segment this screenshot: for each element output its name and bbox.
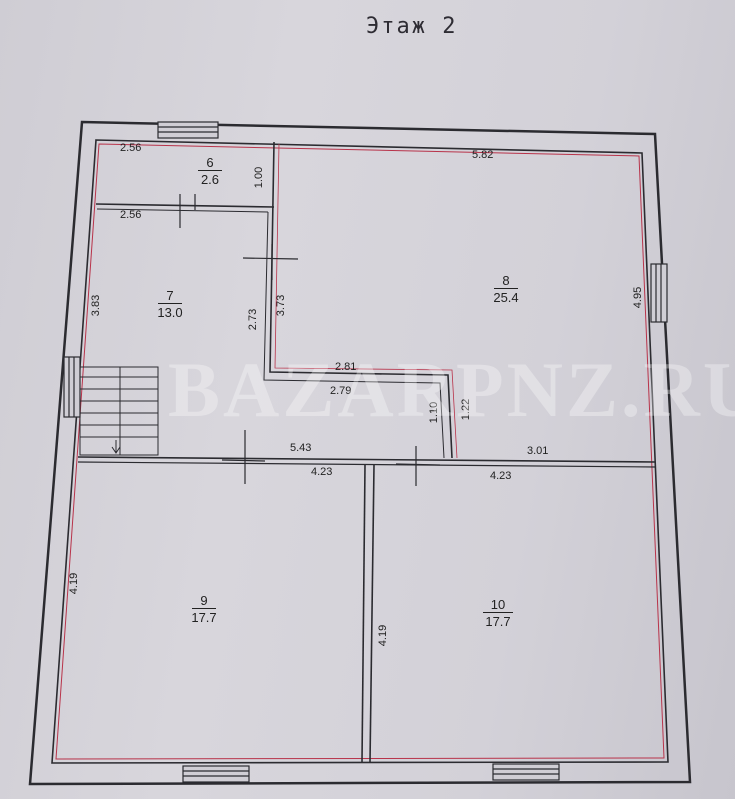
room-6-label: 6 2.6	[180, 154, 240, 188]
dim-room9-height: 4.19	[68, 572, 81, 595]
room-8-label: 8 25.4	[474, 272, 538, 306]
dim-corridor-right: 3.73	[275, 294, 288, 317]
dim-corridor-left: 2.73	[247, 308, 260, 331]
room-8-number: 8	[494, 274, 518, 289]
inner-outline	[55, 143, 665, 760]
dim-hall-right: 3.01	[527, 445, 549, 457]
room-6-area: 2.6	[200, 172, 220, 187]
dim-room6-height: 1.00	[253, 166, 266, 189]
room-7-area: 13.0	[157, 305, 183, 320]
room-6-number: 6	[198, 156, 222, 171]
dim-room7-height: 3.83	[90, 294, 103, 317]
room-10-number: 10	[482, 598, 514, 613]
wall-hall-top	[77, 456, 656, 463]
room-8-area: 25.4	[493, 290, 519, 305]
window-bottom-left	[182, 765, 250, 783]
dim-room6-bottom: 2.56	[120, 209, 142, 221]
room-10-label: 10 17.7	[466, 596, 530, 630]
room-9-number: 9	[192, 594, 216, 609]
dim-hall-width: 5.43	[290, 442, 312, 454]
window-right	[650, 263, 668, 323]
dim-room8-width: 5.82	[472, 149, 494, 161]
dim-room8-height: 4.95	[632, 286, 645, 309]
watermark: BAZARPNZ.RU	[168, 346, 735, 433]
inner-wall	[51, 139, 669, 764]
dim-room6-top: 2.56	[120, 142, 142, 154]
outer-wall	[28, 120, 692, 786]
dim-room10-height: 4.19	[377, 624, 390, 647]
room-7-label: 7 13.0	[138, 287, 202, 321]
window-left	[63, 356, 81, 418]
dim-stair-bottom: 2.79	[330, 385, 352, 397]
door-marks	[179, 194, 441, 486]
dim-room10-width: 4.23	[490, 470, 512, 482]
window-bottom-right	[492, 763, 560, 781]
dim-room9-width: 4.23	[311, 466, 333, 478]
wall-room6-bottom	[95, 203, 275, 208]
floor-title: Этаж 2	[366, 14, 458, 39]
window-top	[157, 121, 219, 139]
room-7-number: 7	[158, 289, 182, 304]
room-9-label: 9 17.7	[172, 592, 236, 626]
wall-room9-10	[361, 464, 366, 763]
dim-stair-top: 2.81	[335, 361, 357, 373]
room-10-area: 17.7	[485, 614, 511, 629]
room-9-area: 17.7	[191, 610, 217, 625]
staircase	[79, 366, 159, 456]
